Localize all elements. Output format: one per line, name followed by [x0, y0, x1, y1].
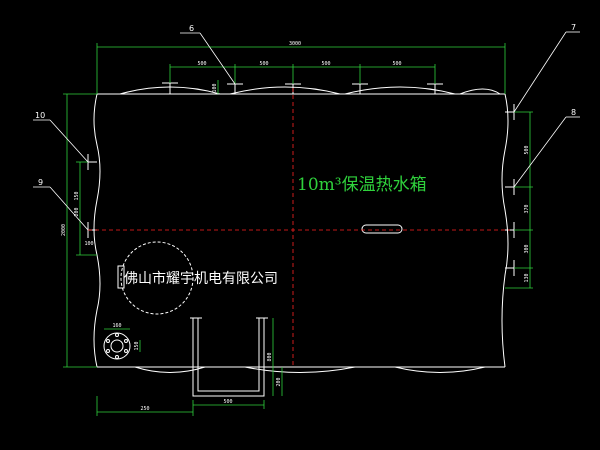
dimension-lines [63, 43, 533, 416]
dim-right-2: 370 [524, 204, 530, 213]
dim-right-4: 130 [524, 273, 530, 282]
callout-6: 6 [189, 24, 194, 33]
left-nozzles [87, 154, 97, 238]
dim-top-1: 500 [197, 61, 206, 67]
dim-left-2: 200 [74, 207, 80, 216]
dim-right-1: 500 [524, 145, 530, 154]
dim-top-3: 500 [321, 61, 330, 67]
dim-drain-2: 150 [134, 341, 140, 350]
dim-overall-width: 3000 [289, 41, 301, 47]
dim-left-3: 100 [84, 241, 93, 247]
dim-bottom-2: 500 [223, 399, 232, 405]
dim-right-3: 300 [524, 244, 530, 253]
dim-coil-depth: 800 [267, 352, 273, 361]
centerlines [88, 88, 510, 367]
callout-9: 9 [38, 178, 43, 187]
company-name: 佛山市耀宇机电有限公司 [124, 270, 278, 287]
dim-bottom-1: 250 [140, 406, 149, 412]
top-nozzles [162, 82, 443, 94]
callout-leaders [33, 31, 580, 231]
dim-nozzle-height: 100 [212, 83, 218, 92]
drain-flange [103, 332, 131, 360]
heating-coil [190, 317, 268, 397]
manhole [117, 241, 194, 315]
dim-top-4: 500 [392, 61, 401, 67]
callout-7: 7 [571, 23, 576, 32]
right-nozzles [505, 104, 515, 276]
sight-glass [361, 224, 403, 234]
dim-left-overall: 2000 [61, 224, 67, 236]
callout-8: 8 [571, 108, 576, 117]
dim-left-1: 150 [74, 191, 80, 200]
callout-numbers: 6 7 8 10 9 [35, 23, 576, 187]
tank-title: 10m³保温热水箱 [297, 175, 427, 195]
dim-top-2: 500 [259, 61, 268, 67]
callout-10: 10 [35, 111, 45, 120]
dimension-labels: 3000 500 500 500 500 100 500 370 300 130… [61, 41, 530, 412]
dim-coil-offset: 200 [276, 377, 282, 386]
dim-drain-1: 160 [112, 323, 121, 329]
